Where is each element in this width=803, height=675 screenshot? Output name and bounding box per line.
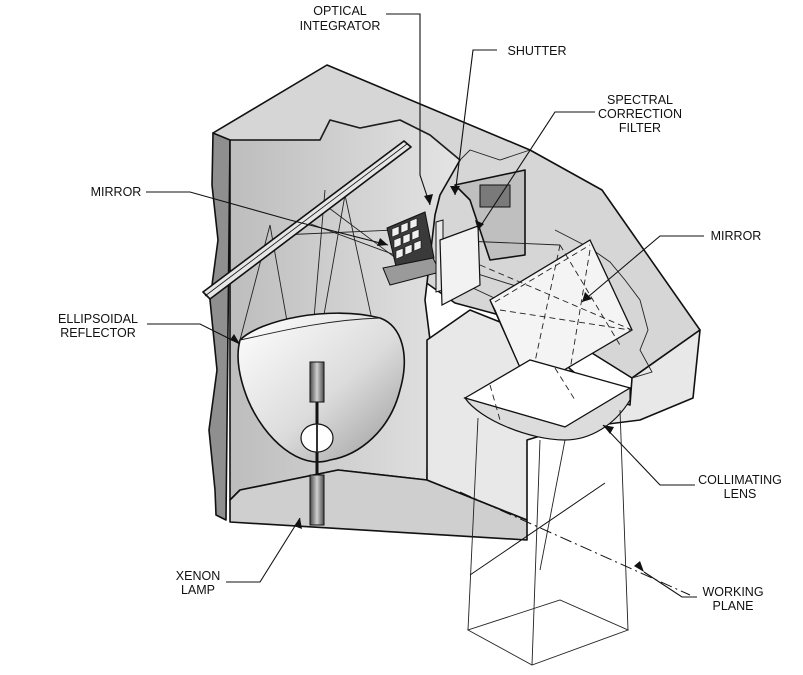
leader-working-plane (643, 571, 697, 598)
mirror-ray (479, 264, 633, 331)
leader-collimating-lens (602, 424, 695, 486)
label-ellipsoidal-line2: REFLECTOR (60, 326, 135, 340)
leader-mirror-left (146, 191, 389, 246)
arrowhead (475, 220, 484, 230)
mirror-ray (564, 249, 591, 401)
arrowhead (603, 425, 614, 434)
reflector-rim (239, 317, 381, 341)
mirror-right (479, 239, 633, 403)
label-xenon-line1: XENON (176, 569, 220, 583)
labels: OPTICAL INTEGRATOR SHUTTER SPECTRAL CORR… (58, 4, 782, 613)
housing-left-wall (208, 132, 231, 521)
label-ellipsoidal-line1: ELLIPSOIDAL (58, 312, 138, 326)
output-beam (466, 409, 630, 666)
collimating-lens (463, 359, 632, 441)
arrowhead (634, 561, 644, 572)
label-spectral-line3: FILTER (619, 121, 661, 135)
label-collimating-line2: LENS (724, 487, 757, 501)
integrator-lens-grid (391, 217, 422, 260)
label-collimating-line1: COLLIMATING (698, 473, 782, 487)
label-mirror-right: MIRROR (711, 229, 762, 243)
beam-edge (467, 417, 479, 631)
label-optical-integrator-line2: INTEGRATOR (300, 19, 381, 33)
arrowhead (377, 238, 388, 246)
cut-edge-top (319, 119, 531, 161)
mirror-ray (494, 244, 591, 303)
beam-edge (619, 409, 629, 631)
arrowhead (294, 518, 302, 529)
leader-mirror-right (581, 235, 704, 303)
beam-edge (539, 439, 566, 571)
spectral-correction-filter (439, 225, 481, 306)
xenon-lamp (300, 361, 334, 526)
arrowheads (230, 186, 644, 572)
cut-edge-right (554, 229, 653, 379)
mirror-ray (529, 244, 561, 386)
arrowhead (424, 194, 433, 205)
label-optical-integrator-line1: OPTICAL (313, 4, 367, 18)
label-shutter: SHUTTER (507, 44, 566, 58)
leader-lines (146, 13, 704, 598)
arrowhead (582, 292, 592, 302)
ray (324, 204, 406, 266)
lamp-base (309, 474, 325, 526)
leader-spectral-filter (477, 111, 595, 231)
housing (208, 64, 701, 541)
ray (239, 224, 271, 341)
label-spectral-line2: CORRECTION (598, 107, 682, 121)
filter-plate (439, 225, 481, 306)
leader-xenon-lamp (226, 517, 301, 583)
leader-optical-integrator (386, 13, 431, 206)
lens-ray (554, 367, 576, 401)
label-spectral-line1: SPECTRAL (607, 93, 673, 107)
beam-edge (531, 439, 541, 666)
mirror-left (202, 140, 412, 300)
label-mirror-left: MIRROR (91, 185, 142, 199)
arrowhead (450, 186, 460, 195)
label-working-line2: PLANE (713, 599, 754, 613)
optical-integrator (382, 211, 441, 286)
lens-ray (489, 384, 501, 421)
label-working-line1: WORKING (702, 585, 763, 599)
leader-ellipsoidal-reflector (147, 323, 241, 345)
integrator-housing-slot (479, 184, 511, 208)
lamp-top-electrode (309, 361, 325, 403)
beam-footprint (466, 599, 630, 666)
label-xenon-line2: LAMP (181, 583, 215, 597)
ray (299, 219, 396, 256)
arrowhead (230, 334, 240, 344)
leader-shutter (454, 49, 497, 196)
working-plane-line (469, 482, 606, 576)
mirror-ray (499, 309, 631, 331)
working-plane-axis (459, 491, 691, 596)
mirror-left-edge (204, 143, 408, 297)
lens-body (463, 386, 631, 441)
